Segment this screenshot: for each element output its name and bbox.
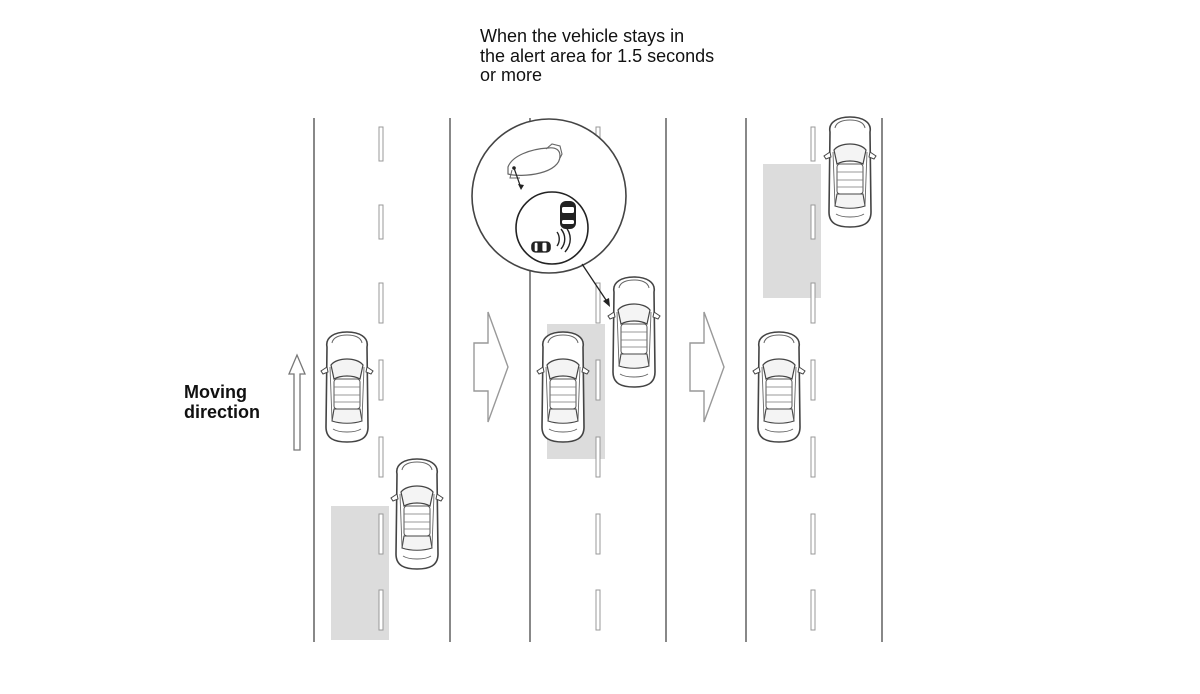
- panel-1-approaching: [313, 118, 451, 642]
- side-mirror-icon: [507, 143, 563, 179]
- own-car-icon: [560, 201, 576, 229]
- alert-callout: [471, 118, 627, 307]
- radar-wave-icon: [556, 225, 571, 253]
- panel-3-passed: [745, 116, 883, 642]
- alert-condition-caption: When the vehicle stays in the alert area…: [480, 26, 715, 86]
- moving-direction-arrow: [288, 353, 306, 451]
- moving-direction-line-1: Moving: [184, 382, 247, 402]
- rear-vehicle-panel-2: [607, 276, 661, 388]
- caption-line-1: When the vehicle stays in: [480, 26, 685, 46]
- own-vehicle-panel-2: [536, 331, 590, 443]
- approaching-car-icon: [531, 241, 551, 253]
- panel-2-alert: [471, 118, 667, 642]
- lane-dashes-3: [810, 126, 816, 631]
- transition-arrow-2: [689, 311, 725, 423]
- rear-vehicle-panel-1: [390, 458, 444, 570]
- own-vehicle-panel-1: [320, 331, 374, 443]
- caption-line-3: or more: [480, 65, 543, 85]
- moving-direction-line-2: direction: [184, 402, 261, 422]
- lane-dashes-1: [378, 126, 384, 631]
- moving-direction-label: Moving direction: [184, 382, 260, 422]
- passing-vehicle-panel-3: [823, 116, 877, 228]
- transition-arrow-1: [473, 311, 509, 423]
- caption-line-2: the alert area for 1.5 seconds: [480, 45, 715, 66]
- own-vehicle-panel-3: [752, 331, 806, 443]
